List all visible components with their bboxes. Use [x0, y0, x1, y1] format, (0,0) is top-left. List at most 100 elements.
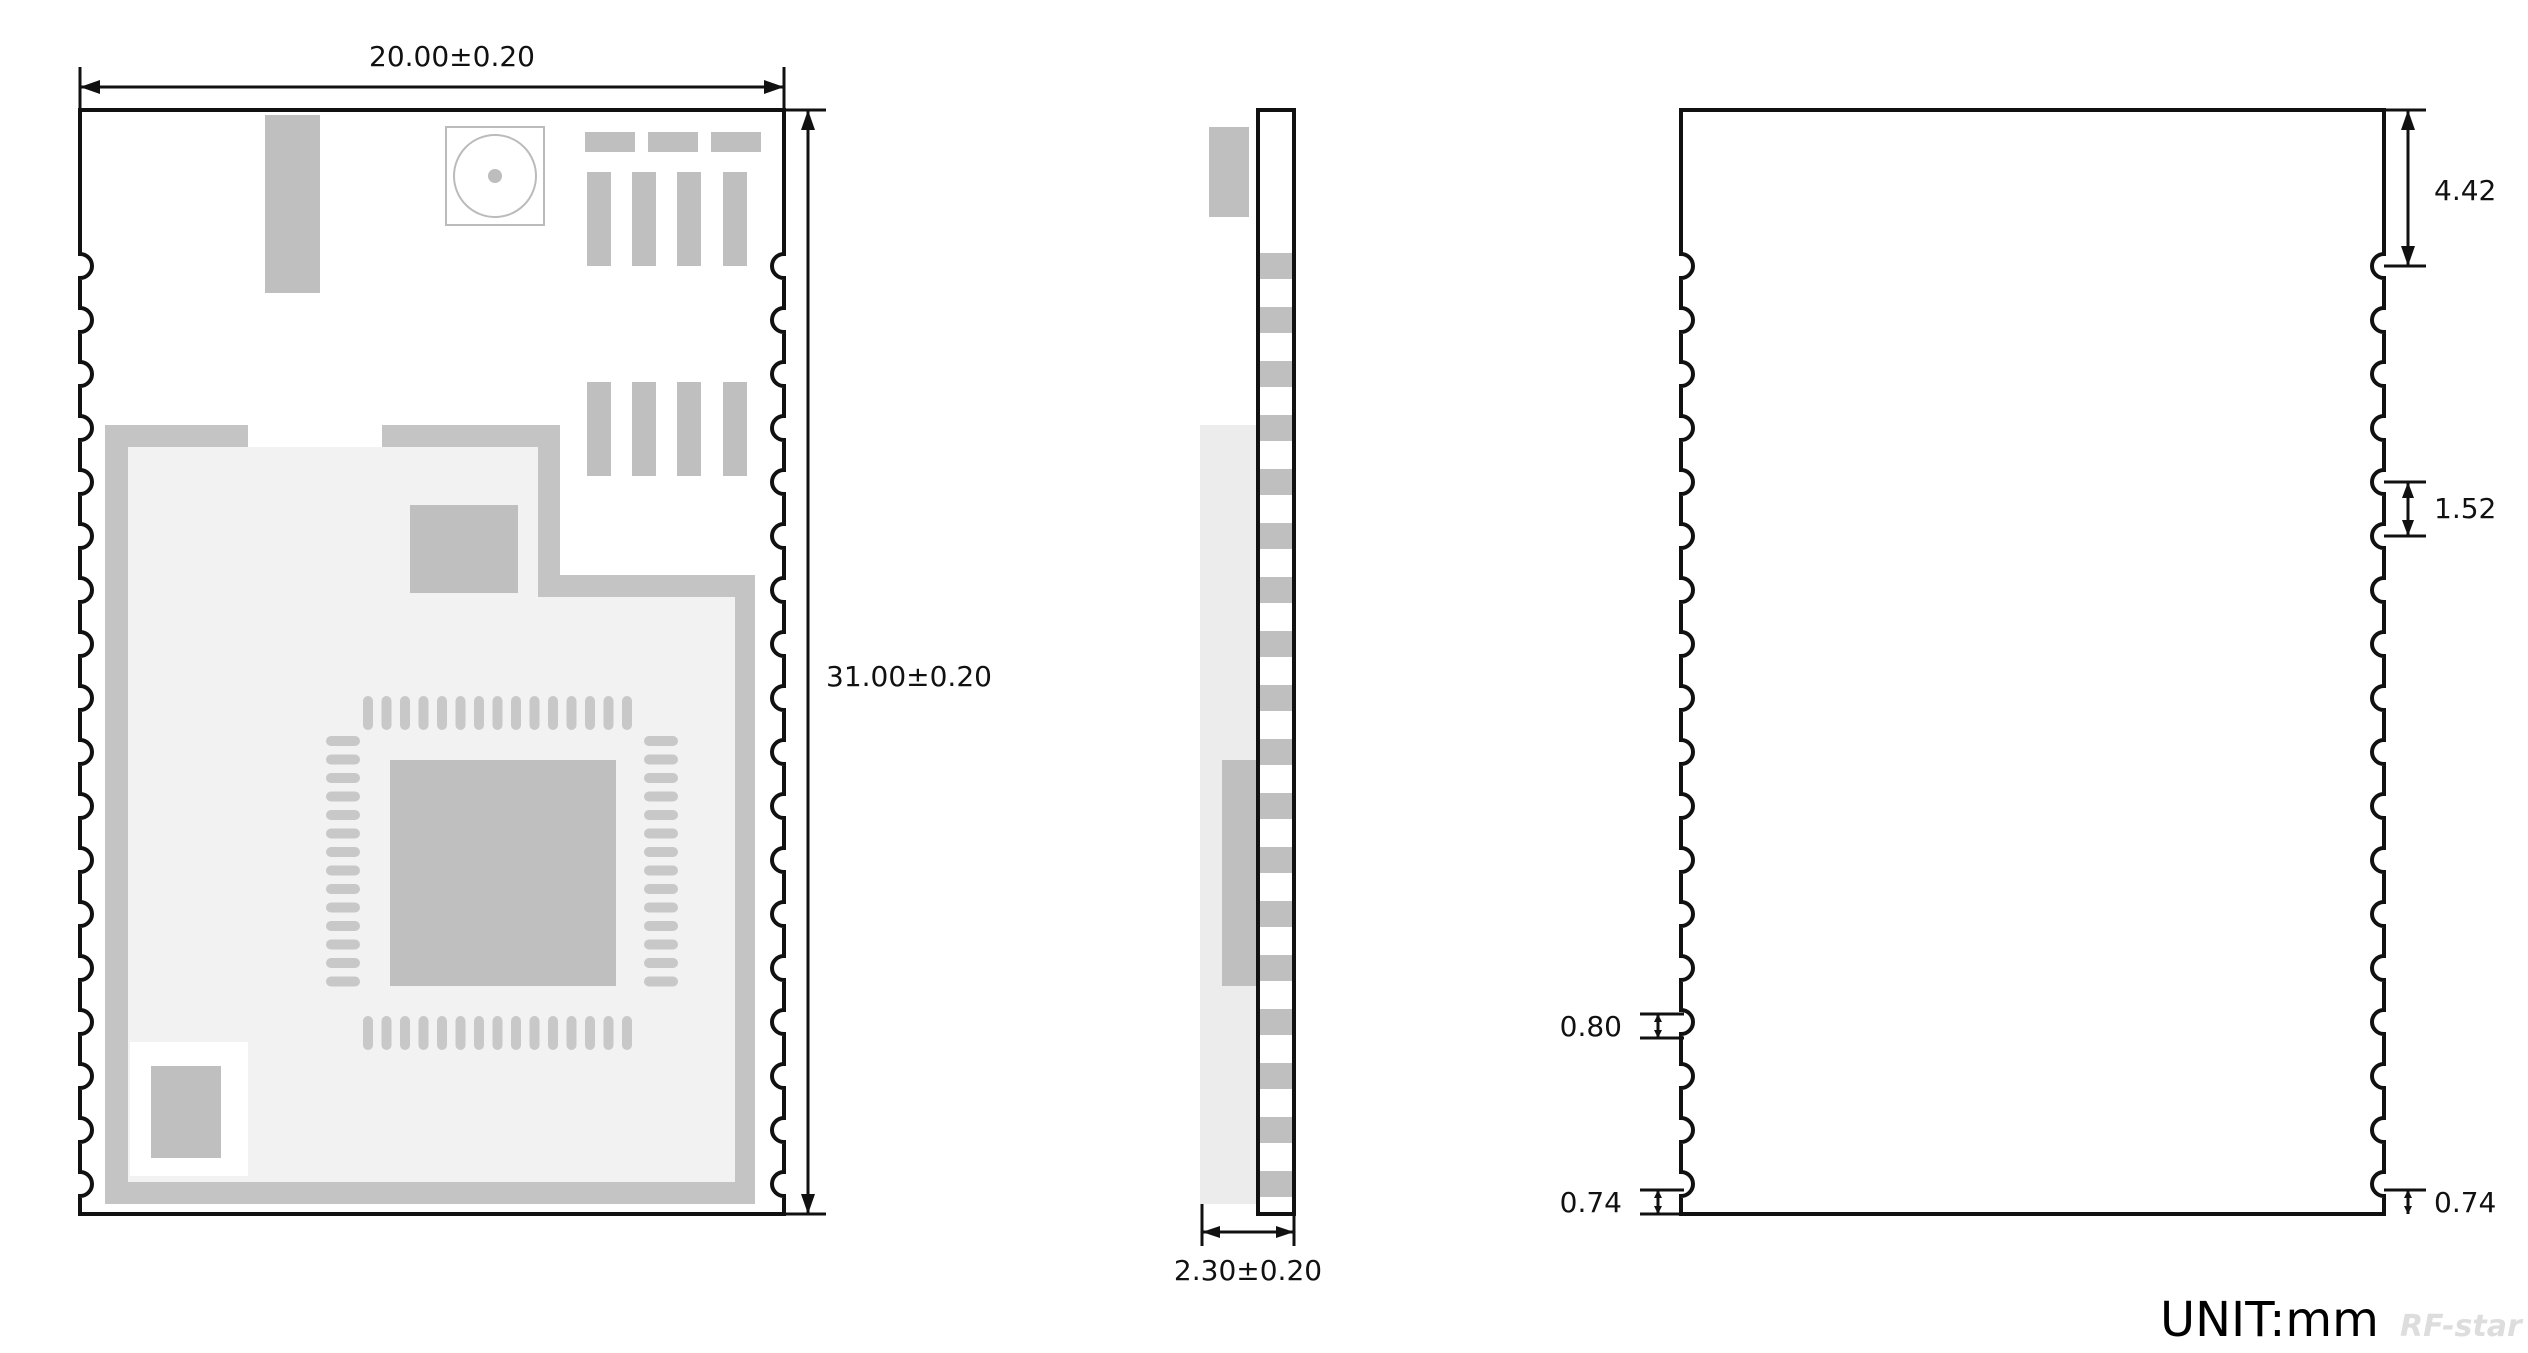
- ic-pin: [400, 696, 410, 730]
- ic-pin: [603, 696, 614, 730]
- side-pad: [1260, 577, 1292, 603]
- side-pad: [1260, 1171, 1292, 1197]
- ic-pin: [326, 828, 360, 839]
- ic-pin: [381, 696, 392, 730]
- ic-pin: [644, 847, 678, 857]
- side-pad: [1260, 469, 1292, 495]
- side-pad: [1260, 631, 1292, 657]
- module-outline-bottom: [1679, 108, 2386, 1216]
- arrow-head: [2402, 482, 2414, 498]
- ic-pin: [363, 1016, 373, 1050]
- small-chip: [151, 1066, 221, 1158]
- ic-pin: [326, 902, 360, 913]
- ic-profile: [1222, 760, 1258, 986]
- arrow-head: [2404, 1206, 2412, 1214]
- pcb-edge: [1256, 108, 1296, 1216]
- ic-pin: [326, 939, 360, 950]
- ic-pin: [326, 958, 360, 968]
- ic-pin: [326, 847, 360, 857]
- height-dimension-label: 31.00±0.20: [826, 660, 992, 693]
- ic-pin: [418, 1016, 429, 1050]
- arrow-head: [801, 1194, 815, 1214]
- side-view: 2.30±0.20: [1174, 108, 1322, 1287]
- side-pad: [1260, 1117, 1292, 1143]
- ic-pin: [418, 696, 429, 730]
- arrow-head: [2402, 520, 2414, 536]
- arrow-head: [2401, 110, 2415, 130]
- ic-pin: [363, 696, 373, 730]
- ic-pin: [437, 1016, 447, 1050]
- passive-component: [632, 172, 656, 266]
- pin-pitch-label: 1.52: [2434, 492, 2496, 525]
- side-pad: [1260, 1063, 1292, 1089]
- passive-bar: [648, 132, 698, 152]
- ic-pin: [644, 791, 678, 802]
- ic-pin: [548, 1016, 558, 1050]
- ic-pin: [529, 1016, 540, 1050]
- ic-pin: [548, 696, 558, 730]
- side-pad: [1260, 253, 1292, 279]
- side-pad: [1260, 1009, 1292, 1035]
- ic-pin: [566, 1016, 577, 1050]
- ic-pin: [400, 1016, 410, 1050]
- ic-pin: [492, 696, 503, 730]
- ic-pin: [644, 939, 678, 950]
- side-pad: [1260, 955, 1292, 981]
- top-offset-label: 4.42: [2434, 174, 2496, 207]
- ic-pin: [326, 921, 360, 931]
- arrow-head: [80, 80, 100, 94]
- ic-pin: [511, 1016, 521, 1050]
- side-pad: [1260, 793, 1292, 819]
- ic-pin: [603, 1016, 614, 1050]
- ic-pin: [474, 696, 484, 730]
- ic-pin: [622, 696, 632, 730]
- ic-pin: [326, 773, 360, 783]
- ic-pin: [644, 865, 678, 876]
- unit-label: UNIT:mm: [2160, 1292, 2379, 1348]
- arrow-head: [764, 80, 784, 94]
- passive-component: [677, 172, 701, 266]
- passive-component: [632, 382, 656, 476]
- arrow-head: [2401, 246, 2415, 266]
- ic-pin: [474, 1016, 484, 1050]
- passive-component: [723, 382, 747, 476]
- arrow-head: [801, 110, 815, 130]
- side-pad: [1260, 361, 1292, 387]
- ic-pin: [492, 1016, 503, 1050]
- brand-watermark: RF-star: [2400, 1309, 2524, 1344]
- ic-pins: [326, 696, 678, 1050]
- ic-pin: [585, 1016, 595, 1050]
- pin-width-label: 0.80: [1560, 1010, 1622, 1043]
- bottom-offset-left-label: 0.74: [1560, 1186, 1622, 1219]
- shield-notch: [248, 425, 382, 447]
- crystal: [410, 505, 518, 593]
- width-dimension-label: 20.00±0.20: [369, 40, 535, 73]
- side-pad: [1260, 307, 1292, 333]
- side-pad: [1260, 523, 1292, 549]
- ic-pin: [326, 865, 360, 876]
- ic-pin: [644, 773, 678, 783]
- ic-pin: [644, 754, 678, 765]
- passive-bar: [585, 132, 635, 152]
- ic-pin: [644, 902, 678, 913]
- arrow-head: [1654, 1190, 1662, 1198]
- ic-pin: [437, 696, 447, 730]
- passive-component: [723, 172, 747, 266]
- ic-pin: [644, 736, 678, 746]
- bottom-offset-right-label: 0.74: [2434, 1186, 2496, 1219]
- ic-pin: [644, 921, 678, 931]
- bottom-view: 4.42 1.52 0.80 0.74 0.74: [1560, 108, 2496, 1219]
- arrow-head: [1654, 1014, 1662, 1022]
- arrow-head: [1202, 1226, 1220, 1238]
- arrow-head: [1654, 1206, 1662, 1214]
- arrow-head: [2404, 1190, 2412, 1198]
- ic-pin: [326, 754, 360, 765]
- side-pad: [1260, 415, 1292, 441]
- side-pad: [1260, 685, 1292, 711]
- ic-pin: [455, 1016, 466, 1050]
- passive-component: [677, 382, 701, 476]
- arrow-head: [1276, 1226, 1294, 1238]
- ic-pin: [644, 958, 678, 968]
- main-ic: [390, 760, 616, 986]
